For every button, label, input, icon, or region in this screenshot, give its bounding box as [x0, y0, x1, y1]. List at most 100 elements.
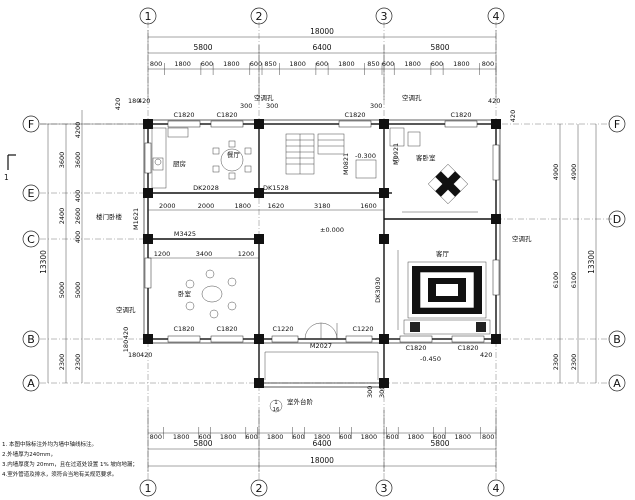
- axis-label-2: 2: [256, 10, 263, 23]
- dim-left-small-420: 420: [114, 98, 122, 110]
- dim-left-in-8: 2300: [74, 354, 82, 371]
- dim-left-span-2: 2400: [58, 208, 66, 225]
- dim-right-in-3: 2300: [552, 354, 560, 371]
- dim-detail-value: 1800: [455, 433, 472, 441]
- axis-label-E: E: [28, 187, 35, 200]
- dim-detail-value: 600: [433, 433, 445, 441]
- dim-detail-value: 1800: [453, 60, 470, 68]
- dim-porch: 300: [378, 386, 386, 398]
- dim-detail-value: 1800: [314, 433, 331, 441]
- porch-steps: 1 16 室外台阶 300 300: [264, 351, 386, 413]
- kitchen-room: 厨房 DK2028: [151, 127, 219, 192]
- section-marks: 1: [4, 154, 16, 182]
- dim-detail-value: 1800: [404, 60, 421, 68]
- axis-label-C: C: [27, 233, 35, 246]
- dim-detail-value: 800: [482, 60, 494, 68]
- dim-porch: 300: [366, 386, 374, 398]
- axis-label-A: A: [27, 377, 35, 390]
- dim-detail-value: 600: [198, 433, 210, 441]
- dim-right-span-1: 4900: [570, 164, 578, 181]
- dim-detail-value: 600: [431, 60, 443, 68]
- dim-detail-value: 1800: [408, 433, 425, 441]
- dim-small: 300: [370, 102, 382, 110]
- dim-detail-value: 800: [150, 60, 162, 68]
- section-mark-ref: 16: [273, 407, 280, 413]
- window-label: C1820: [173, 325, 194, 333]
- axis-label-D-right: D: [613, 213, 621, 226]
- window-label: C1820: [344, 111, 365, 119]
- outdoor-steps-label: 室外台阶: [287, 397, 314, 406]
- axis-label-1-bottom: 1: [145, 482, 152, 495]
- corridor-labels: M3425 ±0.000 M1621 楼门卧楼: [96, 208, 344, 238]
- window-label: C1820: [457, 344, 478, 352]
- axis-label-B: B: [27, 333, 35, 346]
- ac-hole-label-3: 空调孔: [116, 305, 136, 314]
- door-m2027: M2027: [310, 342, 332, 350]
- dim-left-in-2: 400: [74, 190, 82, 202]
- dim-left-in-6: 5000: [74, 282, 82, 299]
- window-label: C1820: [216, 111, 237, 119]
- dim-bottom-total: 18000: [310, 456, 334, 465]
- windows: C1820 C1820 C1820 C1820 C1820 C1820 C182…: [144, 111, 500, 352]
- interior-walls: [148, 124, 496, 339]
- dim-right-in-2: 6100: [552, 272, 560, 289]
- elevation-neg450: -0.450: [420, 355, 441, 363]
- dim-left-in-0: 3600: [74, 152, 82, 169]
- note-1: 1. 本图中除标注外均为墙中轴线标注。: [2, 440, 97, 448]
- room-kitchen-label: 厨房: [173, 159, 186, 168]
- dim-left-span-1: 3600: [58, 152, 66, 169]
- dim-detail-value: 1800: [289, 60, 306, 68]
- dim-detail-value: 600: [201, 60, 213, 68]
- dim-right-small-top: 420: [488, 97, 500, 105]
- ac-hole-label-2: 空调孔: [402, 93, 422, 102]
- axis-label-F: F: [28, 118, 34, 131]
- axis-label-F-right: F: [614, 118, 620, 131]
- dim-right-in-1: 4900: [552, 164, 560, 181]
- staircase: -0.300 M0821: [285, 133, 377, 179]
- opening-dk1528: DK1528: [263, 184, 289, 192]
- room-guestbed-label: 客卧室: [416, 153, 436, 162]
- dim-left-in-4: 400: [74, 231, 82, 243]
- window-label: C1820: [405, 344, 426, 352]
- dim-top-total: 18000: [310, 27, 334, 36]
- axis-label-3-bottom: 3: [381, 482, 388, 495]
- opening-dk3030: DK3030: [374, 277, 382, 303]
- dim-left-total: 13300: [39, 250, 48, 274]
- axis-label-3: 3: [381, 10, 388, 23]
- dim-detail-value: 1800: [223, 60, 240, 68]
- room-living-label: 客厅: [436, 249, 450, 258]
- dim-left-small-420c: 420: [122, 327, 130, 339]
- note-2: 2.外墙厚为240mm，: [2, 450, 56, 458]
- window-label: C1820: [450, 111, 471, 119]
- dim-left-small-180b: 180: [128, 351, 140, 359]
- note-4: 4.室外管道及排水，须符合当地有关规范要求。: [2, 470, 117, 478]
- dim-detail-value: 600: [339, 433, 351, 441]
- guest-bedroom: 客卧室: [402, 153, 478, 213]
- opening-dk2028: DK2028: [193, 184, 219, 192]
- dim-detail-value: 800: [482, 433, 494, 441]
- room-dining-label: 餐厅: [227, 150, 241, 159]
- dim-left-in-1: 4200: [74, 122, 82, 139]
- dim-right-total: 13300: [587, 250, 596, 274]
- axis-bubbles-top: 1 2 3 4: [139, 7, 505, 25]
- window-label: C1220: [272, 325, 293, 333]
- dim-detail-value: 1800: [338, 60, 355, 68]
- dim-bottom-span-1: 5800: [193, 439, 212, 448]
- axis-label-4: 4: [493, 10, 500, 23]
- dim-detail-value: 600: [250, 60, 262, 68]
- dim-top-span-2: 6400: [312, 43, 331, 52]
- door-m3425: M3425: [174, 230, 196, 238]
- dim-detail-value: 1800: [174, 60, 191, 68]
- axis-label-1: 1: [145, 10, 152, 23]
- drawing-notes: 1. 本图中除标注外均为墙中轴线标注。 2.外墙厚为240mm， 3.内墙厚度为…: [2, 440, 138, 478]
- mid-dim-row: 1200 3400 1200: [148, 250, 259, 259]
- dim-detail-value: 800: [150, 433, 162, 441]
- dim-right-small-bot: 420: [480, 351, 492, 359]
- structural-columns: [143, 119, 501, 388]
- dim-left-small-420b: 420: [140, 351, 152, 359]
- dim-mid: 1200: [154, 250, 171, 258]
